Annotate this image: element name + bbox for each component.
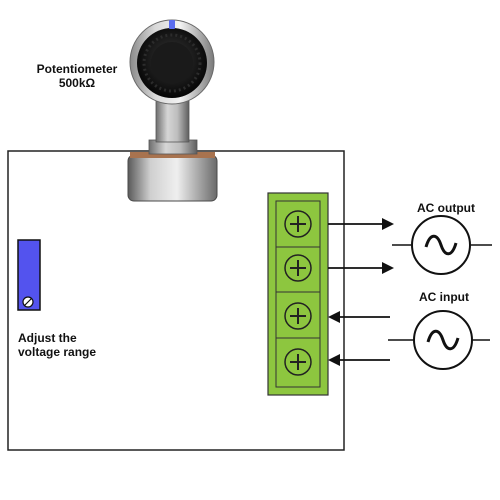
potentiometer-body [127,154,218,202]
trimmer-potentiometer-icon[interactable] [17,239,41,311]
screw-terminal-2-icon[interactable] [284,254,312,282]
screw-terminal-1-icon[interactable] [284,210,312,238]
ac-output-source-icon [392,215,492,275]
adjust-voltage-label: Adjust the voltage range [18,331,138,359]
ac-input-label: AC input [419,290,469,304]
output-arrow-2-icon [328,262,394,274]
potentiometer-knob-icon[interactable] [127,19,218,202]
screw-terminal-4-icon[interactable] [284,348,312,376]
knob-indicator [169,20,175,29]
screw-terminal-3-icon[interactable] [284,302,312,330]
output-arrow-1-icon [328,218,394,230]
input-arrow-2-icon [328,354,390,366]
potentiometer-shaft [155,99,190,143]
potentiometer-value: 500kΩ [58,76,96,90]
ac-input-source-icon [388,310,490,370]
potentiometer-title: Potentiometer [36,62,118,76]
adjust-line-1: Adjust the [18,331,77,345]
potentiometer-label: Potentiometer 500kΩ [22,62,132,90]
ac-output-label: AC output [417,201,475,215]
input-arrow-1-icon [328,311,390,323]
adjust-line-2: voltage range [18,345,97,359]
